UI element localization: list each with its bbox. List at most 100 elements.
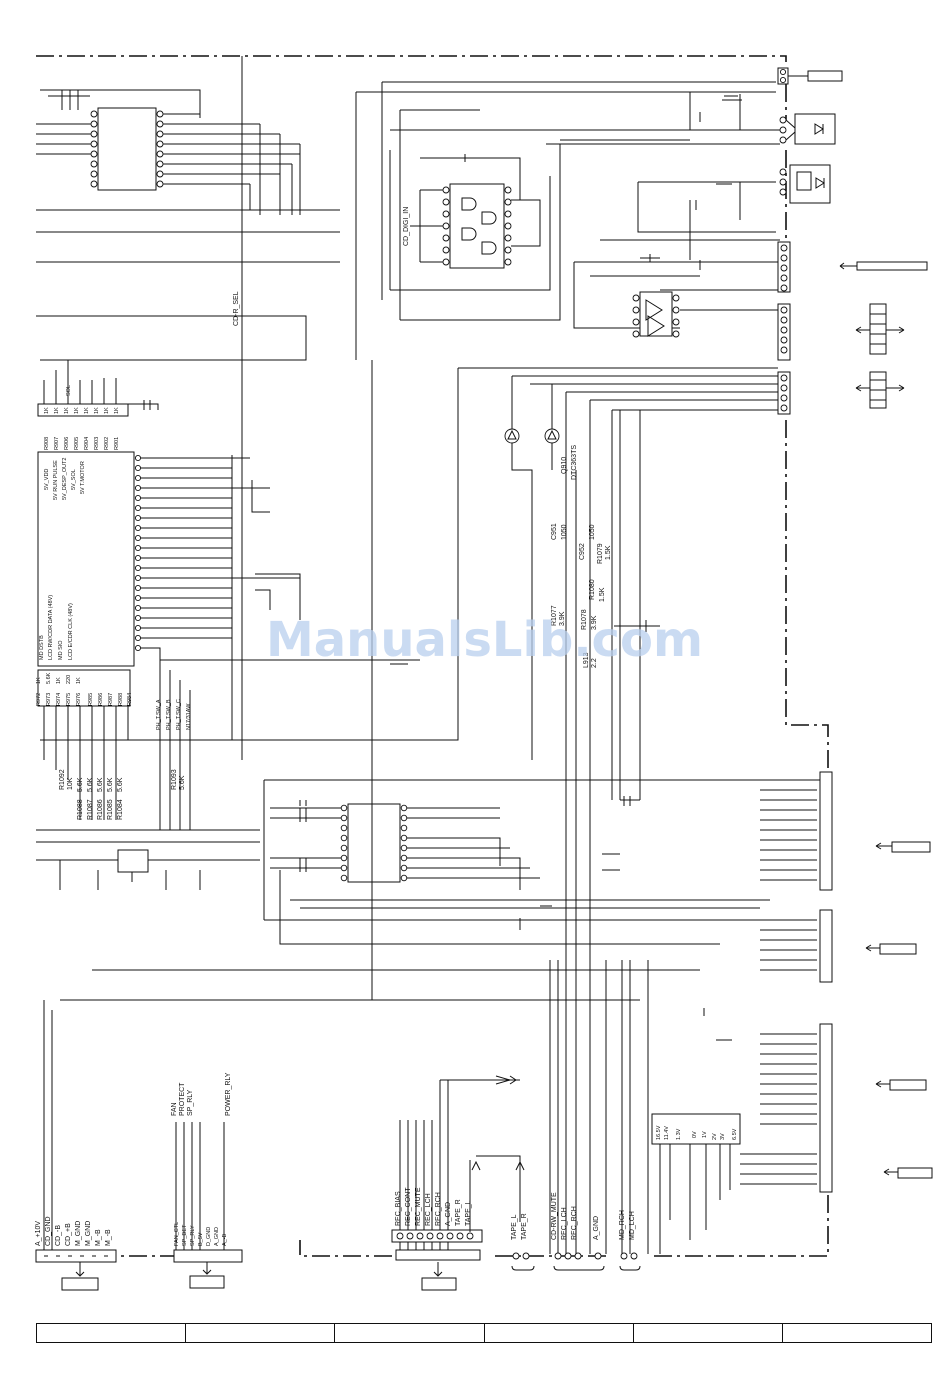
c951-label: C951 — [551, 523, 558, 540]
l913-label: L913 — [583, 652, 590, 668]
conn-mid-upper-3: POWER_RLY — [225, 1072, 232, 1116]
r1080-value: 1.5K — [599, 587, 606, 602]
r903-label: R903 — [94, 437, 100, 450]
bottom-connector-md: MD_RCH MD_LCH — [619, 1210, 641, 1271]
conn-rec-7: TAPE_L — [465, 1200, 472, 1226]
watermark-text: ManualsLib.com — [266, 612, 703, 668]
main-controller-ic: SOL — [37, 360, 420, 740]
bottom-connector-tape: TAPE_L TAPE_R — [511, 1213, 535, 1271]
ic-label-md-sio: MD SIO — [58, 640, 64, 660]
regulator-ic — [36, 849, 260, 890]
ic-label-motor: 5V T.MOTOR — [80, 461, 86, 494]
r1087-label: R1087 — [87, 799, 94, 820]
r1078-label: R1078 — [581, 609, 588, 630]
conn-left-5: M_GND — [85, 1221, 92, 1246]
title-cell — [335, 1324, 485, 1342]
conn-mid-5: A_GND — [214, 1227, 220, 1246]
conn-cdrw-3: A_GND — [593, 1216, 600, 1240]
conn-cdrw-1: REC_LCH — [561, 1207, 568, 1240]
volt-2: 2V — [712, 1133, 718, 1140]
r1092-label: R1092 — [59, 769, 66, 790]
r976-label: R976 — [76, 693, 82, 706]
r1088-label: R1088 — [77, 799, 84, 820]
r1077-label: R1077 — [551, 605, 558, 626]
vertical-bus — [40, 360, 778, 1254]
r984-label: R984 — [127, 693, 133, 706]
volt-6-5: 6.5V — [732, 1128, 738, 1140]
right-connector-stack-lower — [740, 771, 933, 1193]
l913-value: 2.2 — [591, 658, 598, 668]
conn-left-4: M_GND — [75, 1221, 82, 1246]
r975-label: R975 — [66, 693, 72, 706]
r1093-label: R1093 — [171, 769, 178, 790]
misc-components — [143, 95, 741, 1041]
r907-value: 1K — [54, 407, 60, 414]
ic-label-run-pulse: 5V RUN PULSE — [53, 460, 59, 500]
r908-label: R908 — [44, 437, 50, 450]
photo-switch-labels: PH_T.SW_A PH_T.SW_B PH_T.SW_C N17/31AW — [156, 660, 192, 830]
conn-mid-0: FAN_CTL — [174, 1222, 180, 1246]
voltage-box: 16.5V 11.4V 1.3V 0V 1V 2V 3V 6.5V — [651, 1113, 741, 1254]
board-boundary — [36, 55, 829, 1257]
r972-label: R972 — [36, 693, 42, 706]
run-resistor-row — [37, 360, 150, 417]
r904-label: R904 — [84, 437, 90, 450]
r985-label: R985 — [88, 693, 94, 706]
r1093-value: 5.6K — [179, 775, 186, 790]
n17-label: N17/31AW — [186, 703, 192, 730]
r1085-value: 5.6K — [107, 777, 114, 792]
conn-mid-upper-1: PROTECT — [179, 1082, 186, 1116]
r973-value: 5.6K — [46, 672, 52, 684]
c951-value: 1050 — [561, 524, 568, 540]
main-ic-labels: 5V_VDD 5V RUN PULSE 5V_DESP_OUT2 5V_SOL … — [39, 458, 86, 661]
audio-ic — [263, 779, 820, 945]
volt-0: 0V — [692, 1131, 698, 1138]
r986-label: R986 — [98, 693, 104, 706]
title-block — [36, 1323, 932, 1343]
conn-mid-upper-2: SP_RLY — [187, 1089, 194, 1116]
conn-rec-3: REC_LCH — [425, 1193, 432, 1226]
r1077-value: 3.9K — [559, 611, 566, 626]
r1085-label: R1085 — [107, 799, 114, 820]
ph-sw-a-label: PH_T.SW_A — [156, 699, 162, 730]
sol-label: SOL — [66, 385, 72, 396]
conn-md-1: MD_LCH — [629, 1211, 636, 1240]
conn-mid-2: SP_RLY — [190, 1225, 196, 1246]
conn-left-3: CD_+B — [65, 1223, 72, 1246]
c952-label: C952 — [579, 543, 586, 560]
r901-label: R901 — [114, 437, 120, 450]
conn-rec-4: REC_RCH — [435, 1192, 442, 1226]
conn-left-0: A_+10V — [35, 1221, 42, 1246]
r987-label: R987 — [108, 693, 114, 706]
title-cell — [485, 1324, 634, 1342]
r975-value: 220 — [66, 675, 72, 684]
conn-left-1: CD_GND — [45, 1216, 52, 1246]
conn-left-6: M_-B — [95, 1229, 102, 1246]
bottom-connector-left: A_+10V CD_GND CD_-B CD_+B M_GND M_GND M_… — [35, 1216, 117, 1291]
r902-label: R902 — [104, 437, 110, 450]
r906-label: R906 — [64, 437, 70, 450]
r907-label: R907 — [54, 437, 60, 450]
right-connector-stack-upper — [777, 241, 928, 415]
r974-value: 1K — [56, 677, 62, 684]
c952-value: 1050 — [589, 524, 596, 540]
r902-value: 1K — [104, 407, 110, 414]
ic-label-lcd-data: LCD RW/CDR DATA (48V) — [48, 595, 54, 660]
optical-module-1 — [779, 113, 836, 145]
conn-rec-6: TAPE_R — [455, 1199, 462, 1226]
resistor-column-lower: R1092 10K R1093 5.6K R1088 R1087 R1086 R… — [36, 769, 260, 843]
ph-sw-b-label: PH_T.SW_B — [166, 699, 172, 730]
conn-tape-1: TAPE_R — [521, 1213, 528, 1240]
conn-rec-5: A_GND — [445, 1202, 452, 1226]
volt-1: 1V — [702, 1131, 708, 1138]
top-wiring — [355, 81, 780, 360]
r988-label: R988 — [118, 693, 124, 706]
conn-tape-0: TAPE_L — [511, 1214, 518, 1240]
q910-part: DTC363TS — [571, 445, 578, 480]
r904-value: 1K — [84, 407, 90, 414]
conn-md-0: MD_RCH — [619, 1210, 626, 1240]
conn-left-2: CD_-B — [55, 1225, 62, 1246]
ic-label-5v-vdd: 5V_VDD — [44, 469, 50, 490]
conn-cdrw-2: REC_RCH — [571, 1206, 578, 1240]
r1092-value: 10K — [67, 777, 74, 790]
